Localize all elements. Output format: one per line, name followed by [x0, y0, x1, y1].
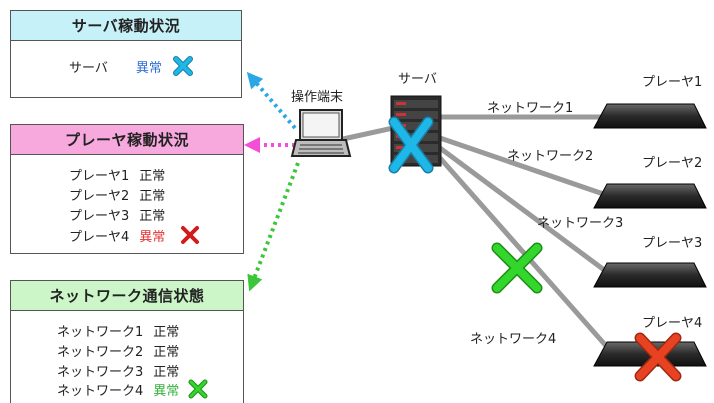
arrow-to-network-panel: [247, 162, 300, 292]
player-device-1: [593, 103, 707, 129]
player-label-3: プレーヤ3: [642, 236, 703, 251]
status-value: 正常: [153, 345, 180, 360]
player-label-4: プレーヤ4: [642, 316, 703, 331]
player-status-panel: プレーヤ稼動状況 プレーヤ1 正常 プレーヤ2 正常 プレーヤ3 正常 プレーヤ…: [10, 124, 244, 254]
status-row-network-3: ネットワーク3 正常: [57, 361, 179, 380]
status-name: プレーヤ1: [69, 169, 130, 184]
status-name: プレーヤ4: [69, 229, 130, 245]
status-row-player-3: プレーヤ3 正常: [69, 205, 165, 224]
laptop-icon: [290, 109, 352, 157]
cable-terminal-server: [342, 125, 394, 142]
terminal-label: 操作端末: [291, 90, 344, 105]
status-name: ネットワーク4: [57, 383, 144, 399]
status-name: プレーヤ3: [69, 209, 130, 224]
network-label-4: ネットワーク4: [470, 332, 557, 347]
status-name: ネットワーク1: [57, 325, 144, 340]
status-row-network-2: ネットワーク2 正常: [57, 341, 179, 360]
player-status-title: プレーヤ稼動状況: [11, 125, 243, 155]
arrow-to-server-panel: [246, 71, 297, 130]
status-name: ネットワーク3: [57, 365, 144, 380]
status-value: 異常: [135, 60, 162, 76]
status-value: 正常: [153, 325, 180, 340]
status-value: 正常: [153, 365, 180, 380]
network-status-title: ネットワーク通信状態: [11, 281, 243, 311]
player-label-2: プレーヤ2: [642, 156, 703, 171]
status-row-player-1: プレーヤ1 正常: [69, 165, 165, 184]
cable-network-2: [439, 135, 616, 201]
cross-icon: [181, 226, 200, 244]
cross-icon-server: [388, 116, 434, 174]
network-label-3: ネットワーク3: [537, 216, 624, 231]
network-label-1: ネットワーク1: [487, 101, 574, 116]
player-device-3: [593, 262, 707, 288]
network-status-panel: ネットワーク通信状態 ネットワーク1 正常 ネットワーク2 正常 ネットワーク3…: [10, 280, 244, 403]
network-label-2: ネットワーク2: [507, 149, 594, 164]
player-device-2: [593, 183, 707, 209]
status-row-player-4: プレーヤ4 異常: [69, 225, 201, 245]
status-value: 異常: [139, 229, 166, 245]
player-label-1: プレーヤ1: [642, 75, 703, 90]
status-row-network-1: ネットワーク1 正常: [57, 321, 179, 340]
server-status-panel: サーバ稼動状況 サーバ 異常: [10, 10, 242, 98]
cross-icon-player-4: [634, 332, 682, 382]
status-value: 異常: [153, 383, 180, 399]
status-name: サーバ: [69, 60, 108, 76]
status-name: ネットワーク2: [57, 345, 144, 360]
status-value: 正常: [139, 169, 166, 184]
server-status-title: サーバ稼動状況: [11, 11, 241, 41]
status-row-server: サーバ 異常: [69, 55, 194, 77]
cable-network-3: [438, 145, 617, 281]
status-name: プレーヤ2: [69, 189, 130, 204]
status-value: 正常: [139, 189, 166, 204]
status-value: 正常: [139, 209, 166, 224]
cross-icon-network-4: [491, 242, 543, 294]
status-row-network-4: ネットワーク4 異常: [57, 379, 209, 399]
status-row-player-2: プレーヤ2 正常: [69, 185, 165, 204]
cross-icon: [188, 379, 208, 399]
server-label: サーバ: [398, 72, 437, 87]
cross-icon: [172, 56, 193, 76]
